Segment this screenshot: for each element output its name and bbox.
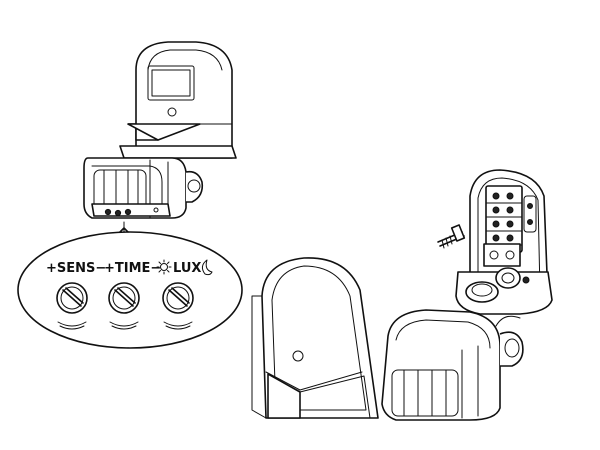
assembled-sensor — [83, 41, 237, 237]
moon-icon — [201, 259, 213, 276]
control-panel-callout: +SENS− +TIME− LUX — [17, 231, 243, 349]
sens-label: +SENS− — [46, 261, 106, 276]
front-cover — [251, 257, 379, 419]
lux-dial — [162, 282, 194, 330]
bottom-knobs — [104, 207, 159, 217]
screw — [437, 224, 466, 249]
time-dial — [108, 282, 140, 330]
lux-label: LUX — [173, 261, 201, 276]
time-label: +TIME− — [104, 261, 161, 276]
sun-icon — [156, 259, 172, 275]
sens-dial — [56, 282, 88, 330]
sensor-head — [381, 309, 524, 421]
terminal-housing — [455, 169, 553, 315]
terminal-block — [485, 185, 523, 253]
